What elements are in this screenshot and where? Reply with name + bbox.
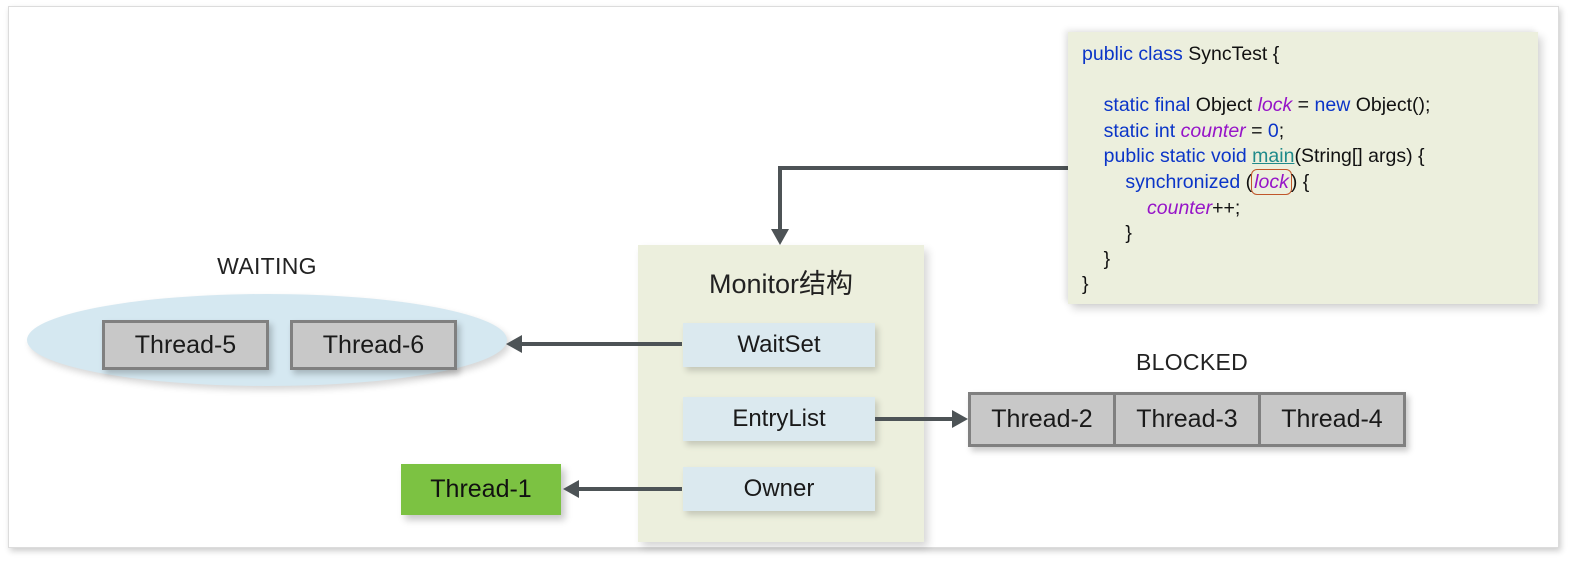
code-token: ) { bbox=[1290, 170, 1310, 193]
code-line-5: synchronized (lock) { bbox=[1082, 168, 1538, 196]
thread-chip-waiting-1[interactable]: Thread-6 bbox=[290, 320, 457, 370]
code-panel: public class SyncTest { static final Obj… bbox=[1068, 32, 1538, 304]
monitor-structure-box: Monitor结构 WaitSet EntryList Owner bbox=[638, 245, 924, 542]
thread-chip-blocked-0[interactable]: Thread-2 bbox=[968, 392, 1116, 447]
code-token: ( bbox=[1245, 170, 1253, 193]
code-token: 0 bbox=[1267, 119, 1279, 142]
code-token: ; bbox=[1278, 119, 1285, 142]
code-line-3: static int counter = 0; bbox=[1082, 119, 1538, 145]
code-token: (String[] args) { bbox=[1294, 145, 1425, 168]
arrow-lock-to-monitor-segment-h bbox=[778, 166, 1270, 170]
code-line-7: } bbox=[1082, 221, 1538, 247]
code-line-8: } bbox=[1082, 247, 1538, 273]
thread-chip-waiting-0[interactable]: Thread-5 bbox=[102, 320, 269, 370]
thread-chip-owner[interactable]: Thread-1 bbox=[401, 464, 561, 515]
arrow-entrylist-to-blocked-head bbox=[952, 410, 968, 428]
code-token: lock bbox=[1257, 94, 1293, 117]
code-line-2: static final Object lock = new Object(); bbox=[1082, 93, 1538, 119]
arrow-lock-to-monitor-segment-v bbox=[778, 166, 782, 231]
blocked-thread-row: Thread-2 Thread-3 Thread-4 bbox=[968, 392, 1406, 447]
blocked-state-label: BLOCKED bbox=[1135, 349, 1249, 375]
code-token: = bbox=[1245, 119, 1268, 142]
monitor-slot-entrylist[interactable]: EntryList bbox=[683, 397, 875, 441]
monitor-title: Monitor结构 bbox=[708, 269, 854, 299]
code-token: public class bbox=[1082, 43, 1189, 65]
thread-chip-blocked-2[interactable]: Thread-4 bbox=[1258, 392, 1406, 447]
code-token: SyncTest { bbox=[1188, 43, 1280, 65]
arrow-waitset-to-waiting-line bbox=[522, 342, 682, 346]
code-line-1 bbox=[1082, 68, 1538, 94]
monitor-slot-waitset[interactable]: WaitSet bbox=[683, 323, 875, 367]
code-token: counter bbox=[1180, 119, 1246, 142]
arrow-owner-to-thread1-head bbox=[563, 480, 579, 498]
arrow-lock-to-monitor-head bbox=[771, 229, 789, 245]
code-token: } bbox=[1082, 273, 1089, 296]
code-token: } bbox=[1125, 222, 1132, 245]
code-listing: public class SyncTest { static final Obj… bbox=[1068, 42, 1538, 298]
code-token: synchronized bbox=[1125, 170, 1246, 193]
code-token: Object bbox=[1195, 94, 1258, 117]
code-highlight-lock[interactable]: lock bbox=[1251, 168, 1292, 195]
diagram-canvas: WAITING Thread-5 Thread-6 Monitor结构 Wait… bbox=[8, 6, 1559, 548]
arrow-entrylist-to-blocked-line bbox=[875, 417, 952, 421]
code-token: ++; bbox=[1212, 196, 1241, 219]
arrow-waitset-to-waiting-head bbox=[506, 335, 522, 353]
code-token: new bbox=[1314, 94, 1356, 117]
monitor-slot-owner[interactable]: Owner bbox=[683, 467, 875, 511]
arrow-owner-to-thread1-line bbox=[579, 487, 682, 491]
code-line-6: counter++; bbox=[1082, 196, 1538, 222]
code-line-0: public class SyncTest { bbox=[1082, 42, 1538, 68]
code-token: counter bbox=[1147, 196, 1213, 219]
code-token: main bbox=[1252, 145, 1295, 168]
code-token: public static void bbox=[1103, 145, 1253, 168]
waiting-state-label: WAITING bbox=[217, 253, 317, 279]
code-token: static final bbox=[1103, 94, 1196, 117]
thread-chip-blocked-1[interactable]: Thread-3 bbox=[1113, 392, 1261, 447]
code-token: } bbox=[1103, 247, 1111, 270]
code-token: = bbox=[1292, 94, 1315, 117]
code-line-9: } bbox=[1082, 272, 1538, 298]
code-token: Object(); bbox=[1355, 94, 1431, 117]
code-line-4: public static void main(String[] args) { bbox=[1082, 144, 1538, 170]
code-token: static int bbox=[1103, 119, 1181, 142]
